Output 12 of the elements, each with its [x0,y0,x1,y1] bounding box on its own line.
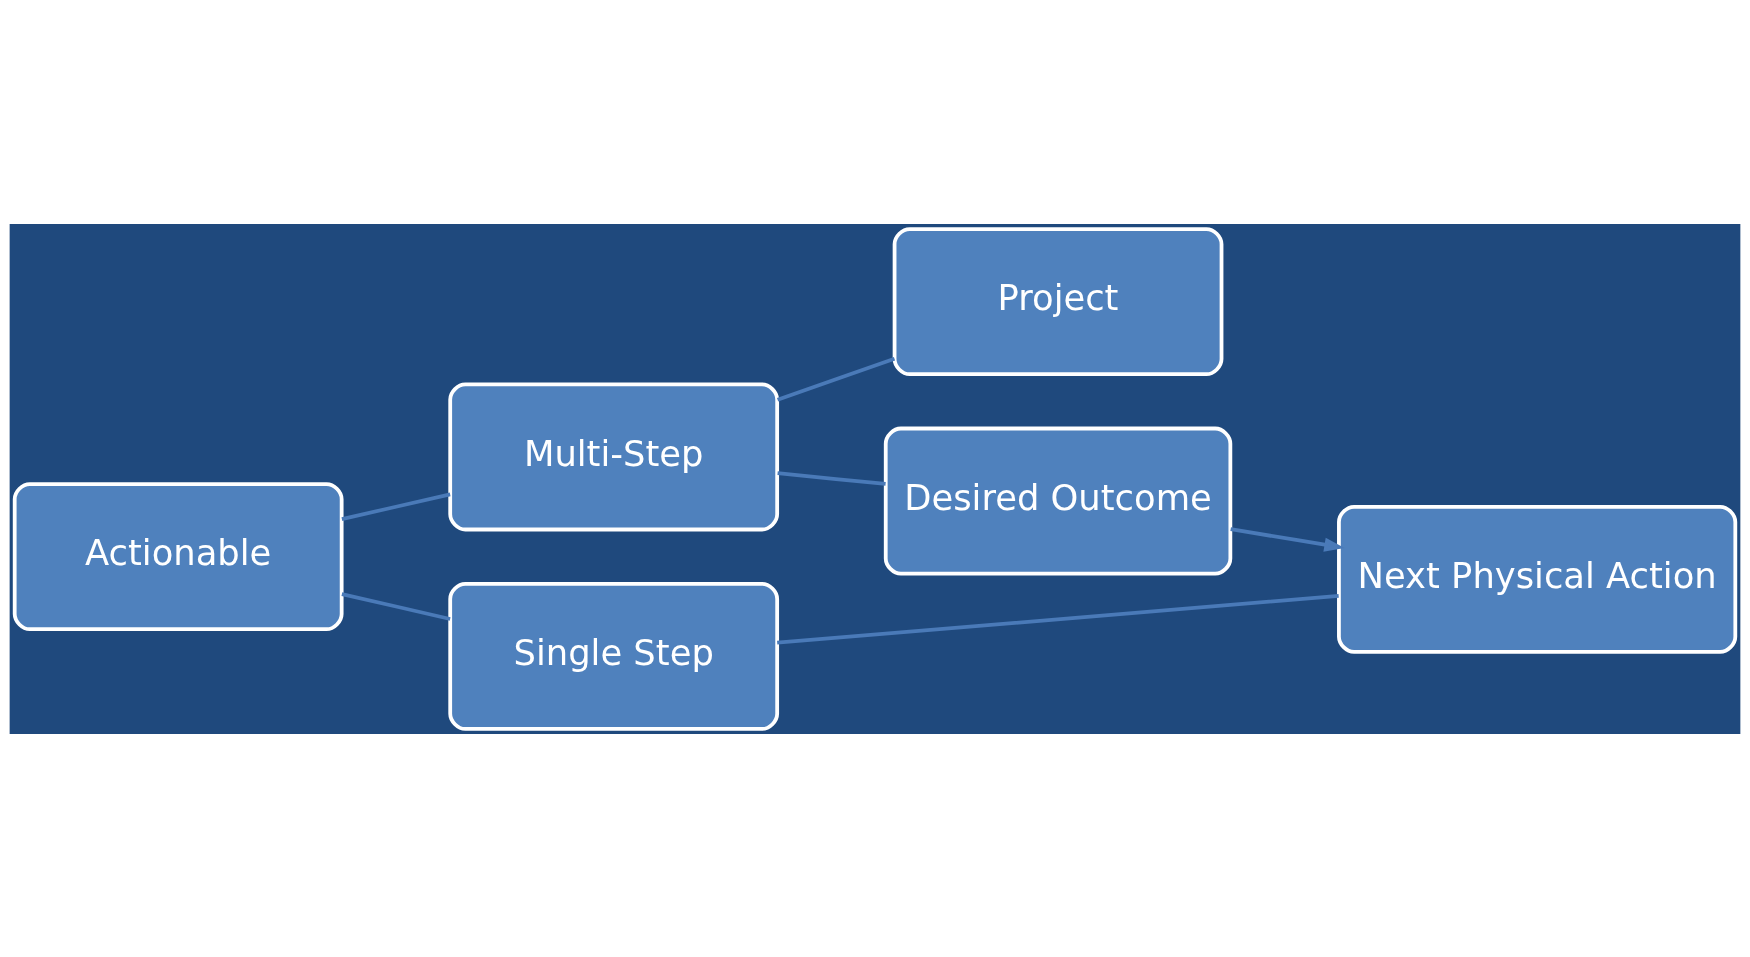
connector [777,470,886,486]
connector [341,591,451,621]
node-box: Next Physical Action [1337,504,1738,654]
node-box: Actionable [12,481,344,631]
connector [777,593,1339,645]
node-box: Multi-Step [448,381,780,531]
node-box: Single Step [448,581,780,731]
connector [776,356,896,402]
arrow [1230,526,1345,552]
node-box: Desired Outcome [883,426,1233,576]
node-box: Project [892,226,1224,376]
connector [341,491,451,521]
